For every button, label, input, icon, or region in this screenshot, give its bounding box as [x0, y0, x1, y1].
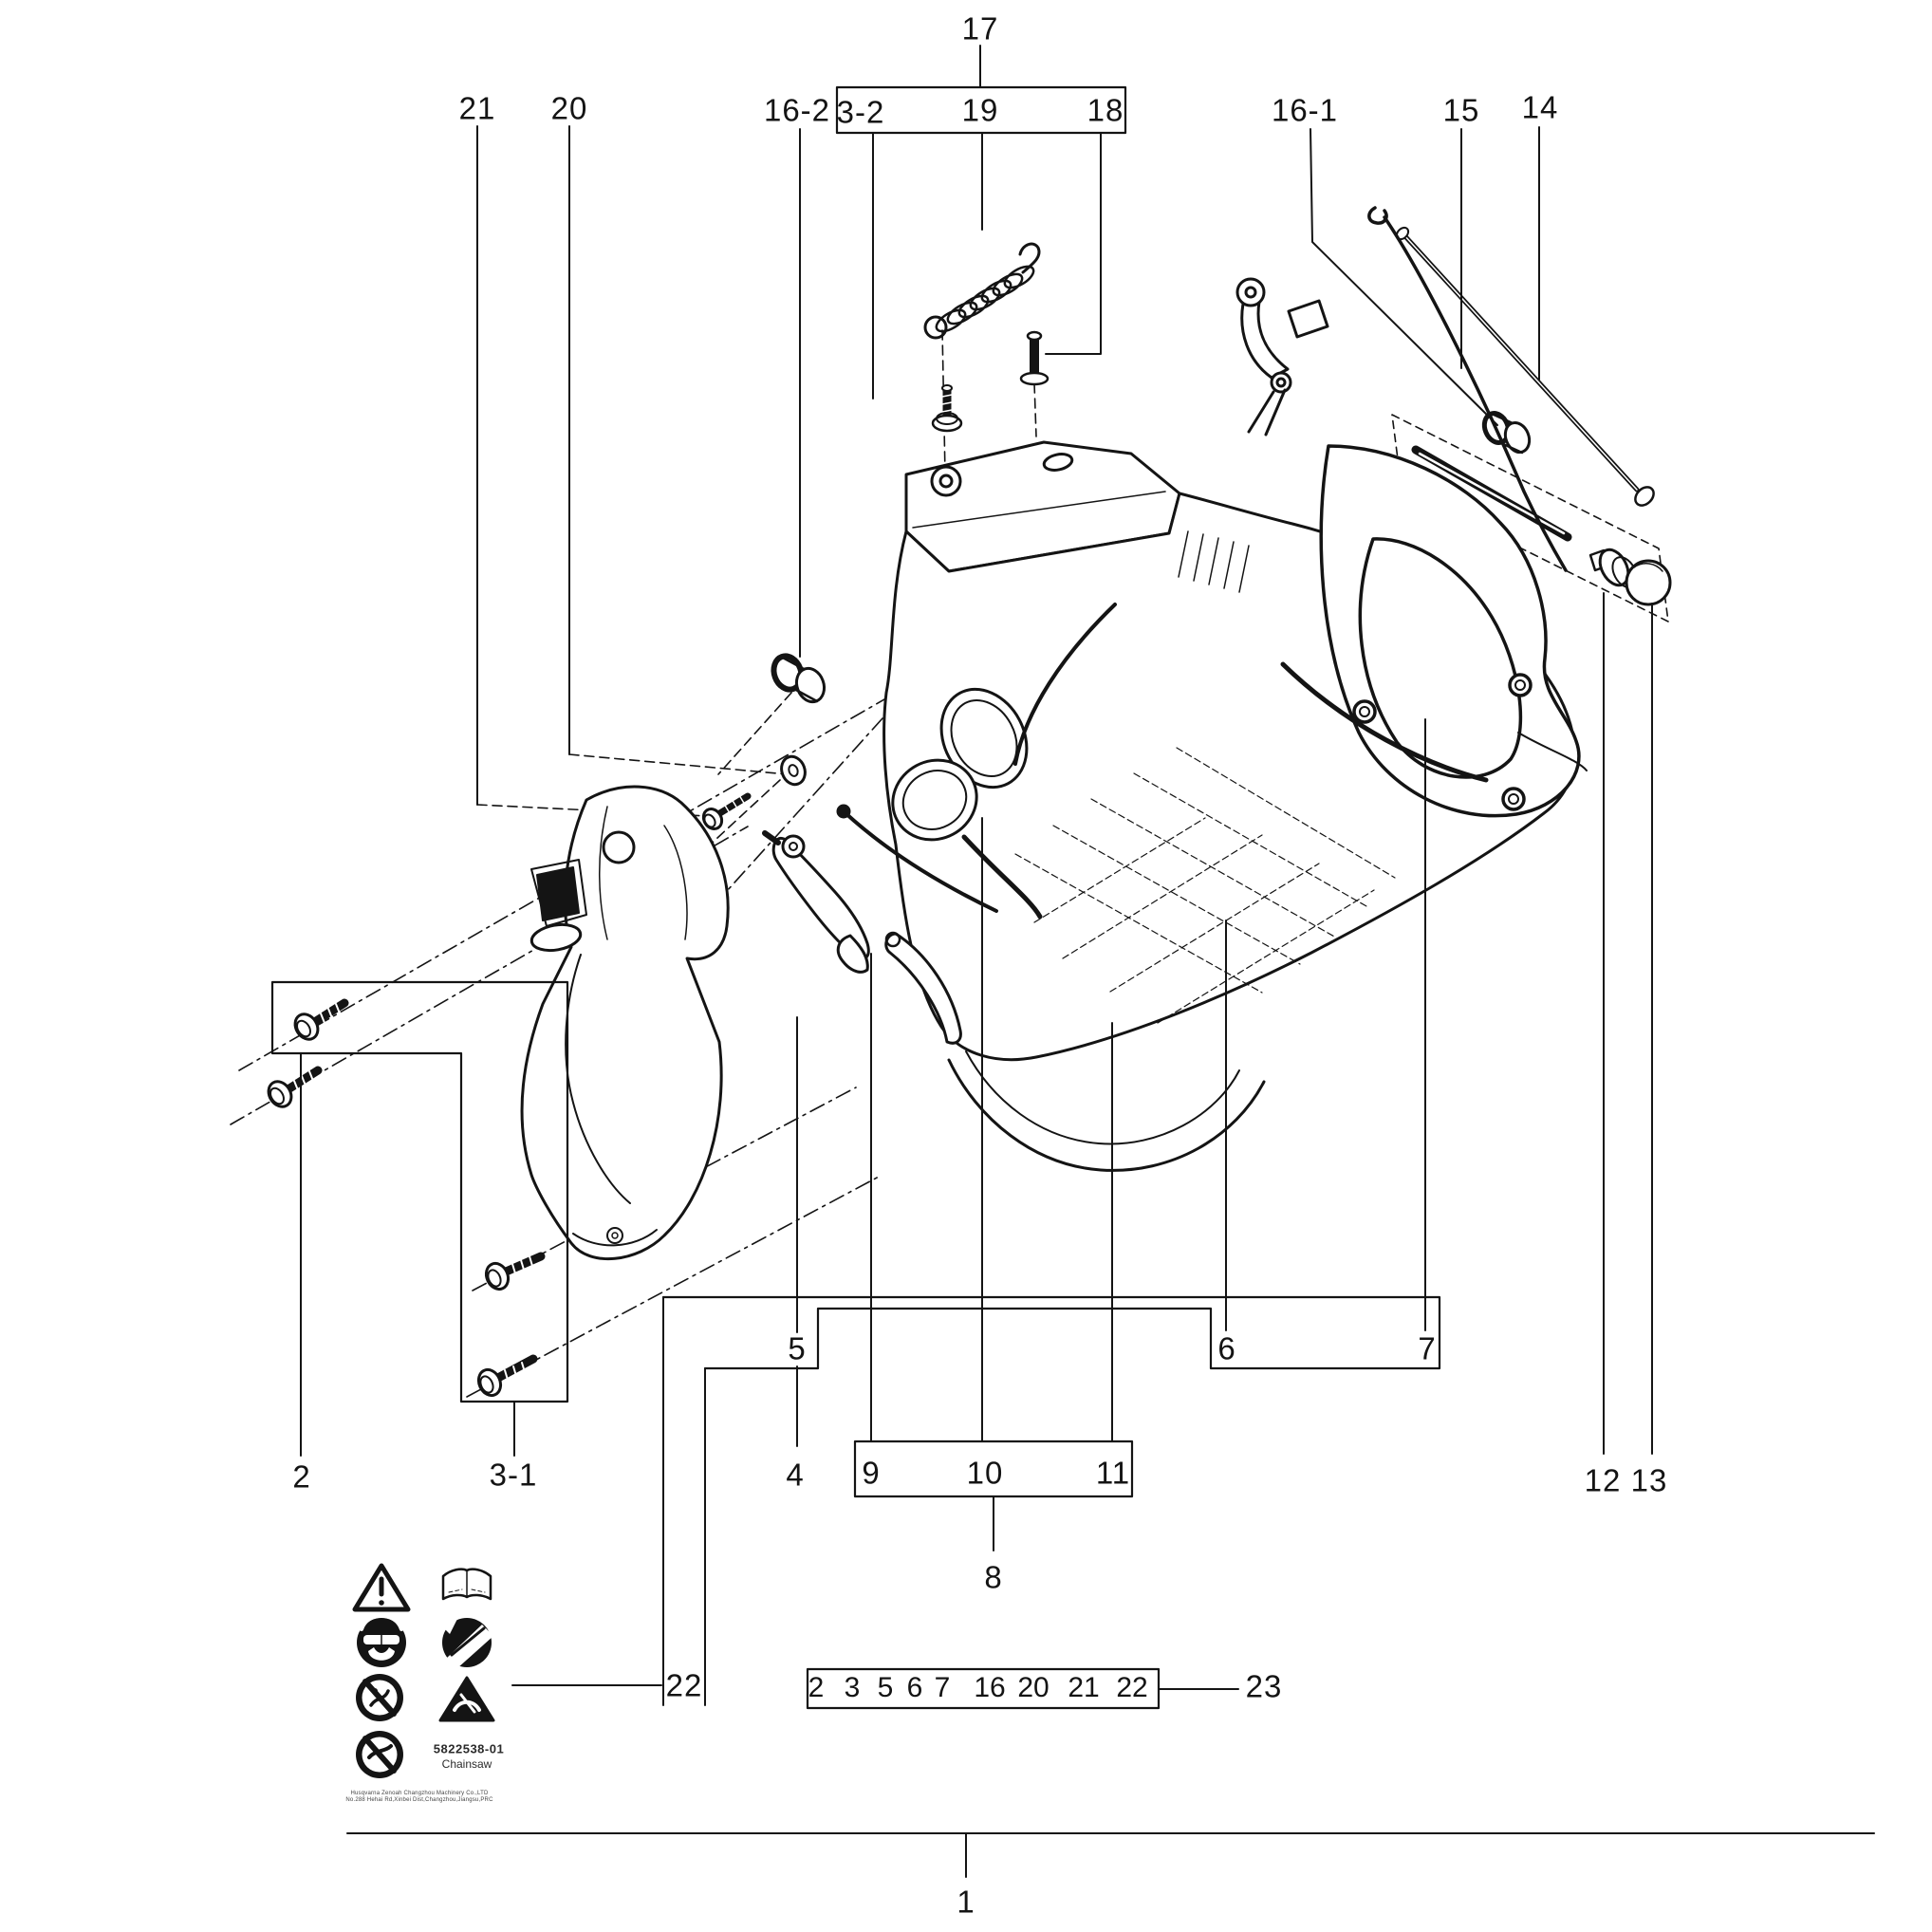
throttle-cable	[1367, 206, 1568, 572]
callout-16-1: 16-1	[1271, 92, 1339, 128]
screw-3-1a	[484, 1252, 546, 1291]
strip-number-16: 16	[974, 1672, 1006, 1703]
screw-2a	[293, 998, 349, 1041]
callout-1: 1	[957, 1884, 975, 1920]
strip-number-20: 20	[1017, 1672, 1050, 1703]
bushing-16-2	[771, 653, 827, 704]
bracket-outline	[661, 1295, 1441, 1370]
intake-opening	[939, 687, 1029, 790]
rear-handle-loop	[947, 1058, 1266, 1172]
tension-spring	[923, 242, 1041, 340]
strip-number-6: 6	[906, 1672, 923, 1703]
callout-5: 5	[788, 1330, 807, 1366]
two-hands-icon	[442, 1618, 493, 1668]
choke-rod	[1395, 226, 1655, 507]
callout-17: 17	[961, 10, 999, 46]
bushing-16-1	[1481, 410, 1532, 455]
callout-22: 22	[665, 1667, 703, 1703]
callout-13: 13	[1630, 1462, 1668, 1498]
callout-15: 15	[1442, 92, 1480, 128]
callout-3-1: 3-1	[489, 1457, 538, 1493]
callout-19: 19	[961, 92, 999, 128]
throttle-trigger	[762, 830, 870, 974]
strip-number-7: 7	[934, 1672, 951, 1703]
strip-number-2: 2	[808, 1672, 825, 1703]
callout-16-2: 16-2	[763, 92, 831, 128]
box-screws	[270, 980, 569, 1403]
decal-product-name: Chainsaw	[441, 1757, 492, 1771]
callout-11: 11	[1095, 1455, 1131, 1491]
safety-decal-sheet	[352, 1563, 495, 1778]
strip-number-5: 5	[877, 1672, 894, 1703]
rib-lines	[1178, 530, 1250, 593]
no-one-hand-icon	[356, 1674, 403, 1721]
wire-harness	[1013, 603, 1117, 766]
strip-number-22: 22	[1116, 1672, 1148, 1703]
kickback-triangle-icon	[438, 1676, 495, 1722]
no-tip-contact-icon	[356, 1731, 403, 1778]
screw-2b	[267, 1066, 323, 1108]
side-cover	[1280, 444, 1588, 818]
throttle-lockout	[884, 931, 962, 1045]
washer-20	[780, 754, 807, 787]
callout-23: 23	[1245, 1668, 1283, 1704]
callout-8: 8	[984, 1559, 1003, 1595]
fuel-valve	[1588, 548, 1672, 606]
screw-21	[701, 792, 752, 830]
decal-part-number: 5822538-01	[433, 1741, 505, 1756]
callout-10: 10	[966, 1455, 1004, 1491]
callout-12: 12	[1584, 1462, 1622, 1498]
brake-band	[1280, 661, 1489, 783]
manual-book-icon	[441, 1568, 492, 1601]
front-handle	[520, 785, 730, 1261]
callout-4: 4	[786, 1457, 805, 1493]
decal-manufacturer-line1: Husqvarna Zenoah Changzhou Machinery Co.…	[350, 1791, 489, 1796]
leader-lines	[300, 45, 1875, 1878]
callout-2: 2	[292, 1458, 311, 1495]
decal-manufacturer-line2: No.288 Hehai Rd,Xinbei Dist,Changzhou,Ji…	[345, 1797, 493, 1803]
mounting-screws	[267, 998, 546, 1398]
tank-hatch-texture	[1014, 747, 1396, 1024]
callout-14: 14	[1521, 89, 1559, 125]
brake-lever-assembly	[1235, 277, 1329, 437]
callout-7: 7	[1418, 1330, 1437, 1366]
callout-20: 20	[550, 90, 588, 126]
protective-gear-icon	[357, 1613, 406, 1667]
callout-9: 9	[862, 1455, 881, 1491]
callout-21: 21	[458, 90, 496, 126]
stop-switch-hole	[536, 866, 580, 921]
screw-3-1b	[476, 1354, 538, 1398]
warning-triangle-icon	[352, 1563, 411, 1612]
throttle-wire	[843, 810, 998, 913]
screw-3-2	[931, 384, 963, 433]
callout-3-2: 3-2	[836, 94, 885, 130]
callout-6: 6	[1217, 1330, 1236, 1366]
strip-number-3: 3	[844, 1672, 861, 1703]
pin-18	[1019, 330, 1050, 386]
strip-number-21: 21	[1068, 1672, 1100, 1703]
callout-18: 18	[1087, 92, 1124, 128]
